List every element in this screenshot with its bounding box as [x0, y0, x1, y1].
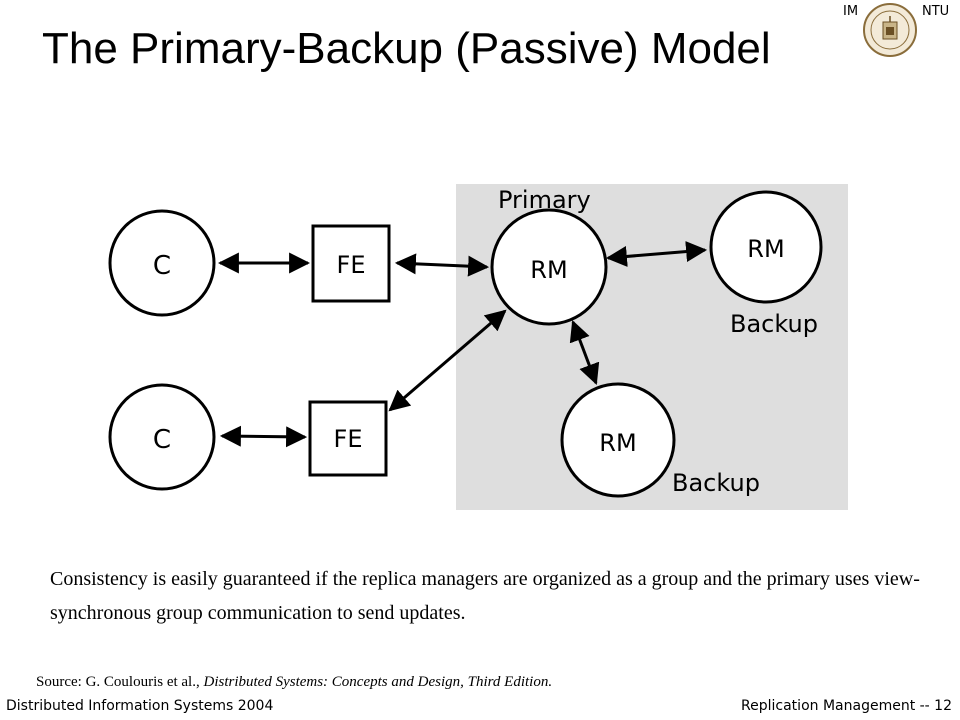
header-tag-ntu: NTU [922, 4, 950, 19]
slide-title: The Primary-Backup (Passive) Model [42, 24, 771, 73]
source-citation: Source: G. Coulouris et al., Distributed… [36, 674, 916, 691]
client-node-top [108, 209, 216, 317]
client-node-bottom [108, 383, 216, 491]
rm-primary-label: RM [530, 256, 567, 284]
client-bottom-label: C [153, 425, 171, 455]
edge-rm-backup2 [569, 320, 600, 385]
edge-fe-rm-top [394, 253, 490, 277]
source-prefix: Source: G. Coulouris et al., [36, 674, 204, 690]
footer-course-name: Distributed Information Systems 2004 [6, 698, 274, 714]
university-seal-logo [863, 3, 917, 57]
footer-slide-number: Replication Management -- 12 [741, 698, 952, 714]
header-tag-im: IM [843, 4, 859, 19]
consistency-description: Consistency is easily guaranteed if the … [50, 568, 920, 624]
rm-backup2-label: RM [599, 429, 636, 457]
edge-fe-rm-bottom [388, 309, 507, 412]
rm-backup2-node [560, 382, 676, 498]
fe-bottom-label: FE [334, 425, 363, 453]
edge-rm-backup1 [605, 241, 708, 267]
fe-top-label: FE [337, 251, 366, 279]
backup1-label: Backup [730, 310, 818, 338]
client-top-label: C [153, 251, 171, 281]
fe-node-bottom [308, 400, 388, 477]
fe-node-top [311, 224, 391, 303]
source-book-title: Distributed Systems: Concepts and Design… [203, 674, 553, 690]
edge-c-fe-bottom [219, 425, 308, 448]
backup2-label: Backup [672, 469, 760, 497]
rm-backup1-label: RM [747, 235, 784, 263]
rm-primary-node [490, 208, 608, 326]
rm-backup1-node [709, 190, 823, 304]
